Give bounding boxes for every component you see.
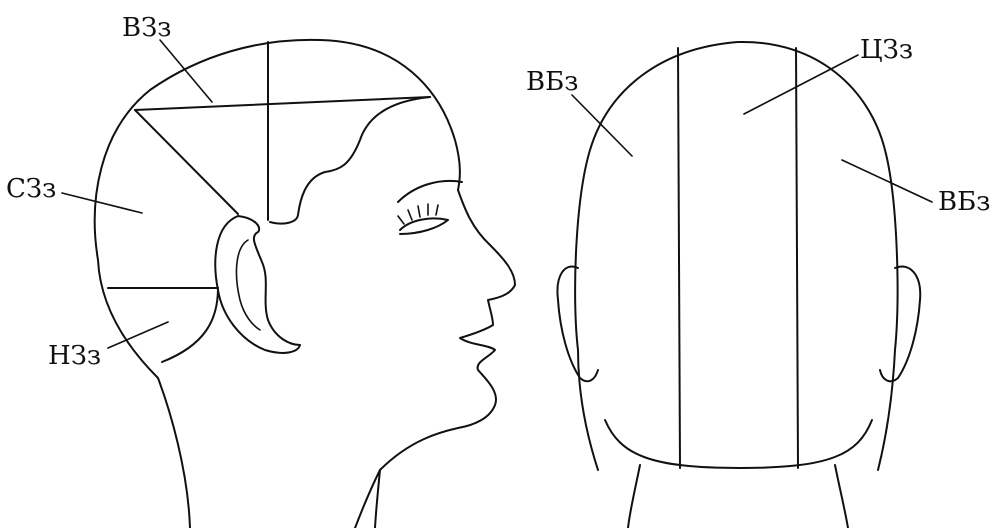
label-middle-zone: СЗз [6, 174, 56, 204]
side-divider-crown [135, 97, 430, 110]
leader-back-right [842, 160, 932, 202]
leader-middle [62, 193, 142, 213]
label-lower-zone: НЗз [48, 341, 101, 371]
side-divider-diagonal [135, 110, 238, 214]
eyebrow [398, 181, 462, 202]
label-back-left-zone: ВБз [526, 67, 578, 97]
ear [215, 216, 300, 353]
label-back-right-zone: ВБз [938, 187, 990, 217]
side-nape-line [162, 288, 218, 362]
eye [400, 218, 448, 234]
side-view-head [95, 40, 515, 528]
back-ear-right [880, 267, 920, 382]
leader-crown [160, 40, 212, 102]
back-neck-right [835, 465, 848, 528]
back-head-outline [575, 42, 897, 470]
side-hairline [270, 97, 430, 224]
label-back-center-zone: ЦЗз [860, 35, 913, 65]
leader-back-center [744, 55, 858, 114]
back-divider-left [678, 48, 680, 468]
back-nape [605, 420, 872, 468]
leader-back-left [572, 95, 632, 156]
side-head-outline [95, 40, 460, 528]
back-neck-left [628, 465, 640, 528]
ear-inner [236, 240, 260, 330]
back-view-head [557, 42, 920, 528]
back-divider-right [796, 48, 798, 468]
label-crown-zone: ВЗз [122, 13, 172, 43]
